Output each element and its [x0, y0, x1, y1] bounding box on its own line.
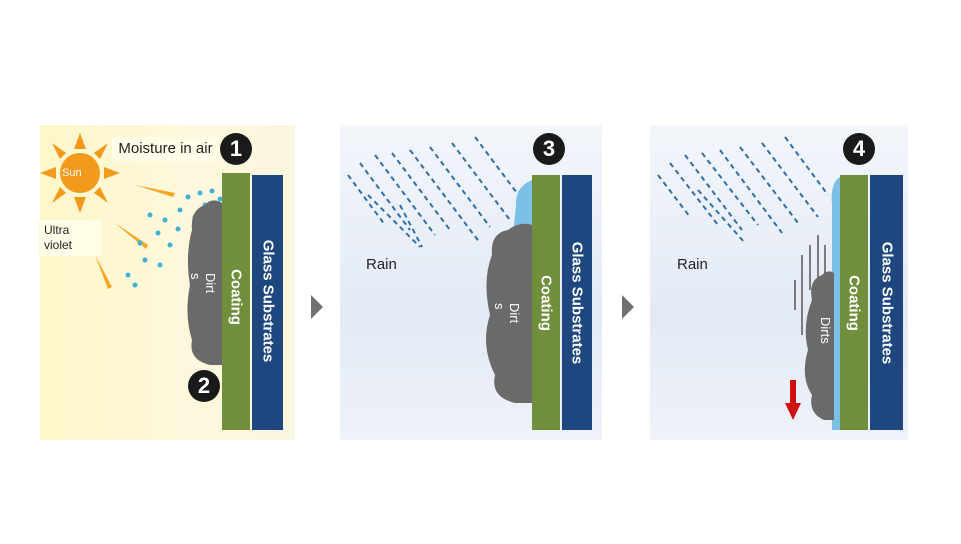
glass-layer: [562, 175, 592, 430]
down-arrow-icon: [785, 380, 801, 420]
glass-label: Glass Substrates: [568, 241, 586, 365]
dirt-blob: [804, 271, 834, 420]
motion-lines: [794, 235, 826, 335]
dirt-blob: [187, 200, 222, 365]
panel-step-1: Sun Moisture in air Ultra violet Dirt s …: [38, 125, 295, 440]
dirt-blob: [486, 223, 532, 403]
sun-label: Sun: [62, 167, 82, 179]
dirt-label: Dirts: [818, 317, 833, 344]
panel-step-3: Rain Dirt s Coating Glass Substrates 3: [340, 125, 602, 440]
sun-icon: [40, 133, 120, 213]
panel-2-graphics: [347, 136, 592, 430]
next-arrow-icon: [622, 295, 634, 319]
step-4-badge: 4: [843, 133, 875, 165]
panel-step-4: Rain Dirts Coating Glass Substrates 4: [650, 125, 908, 440]
moisture-label: Moisture in air: [112, 137, 219, 161]
rain-label: Rain: [366, 256, 397, 273]
coating-layer: [222, 173, 250, 430]
coating-label: Coating: [227, 269, 245, 325]
dirt-label: Dirt s: [492, 303, 522, 324]
rain-streaks: [657, 136, 829, 244]
step-1-badge: 1: [220, 133, 252, 165]
dirt-label: Dirt s: [188, 273, 218, 294]
coating-label: Coating: [845, 275, 863, 331]
step-2-badge: 2: [188, 370, 220, 402]
coating-layer: [532, 175, 560, 430]
glass-label: Glass Substrates: [259, 239, 277, 363]
coating-layer: [840, 175, 868, 430]
rain-streaks: [347, 136, 521, 248]
rain-label: Rain: [677, 256, 708, 273]
glass-label: Glass Substrates: [878, 241, 896, 365]
next-arrow-icon: [311, 295, 323, 319]
step-3-badge: 3: [533, 133, 565, 165]
glass-layer: [252, 175, 283, 430]
glass-layer: [870, 175, 903, 430]
panel-3-graphics: [657, 136, 903, 430]
ultraviolet-label: Ultra violet: [38, 220, 102, 256]
coating-label: Coating: [537, 275, 555, 331]
panel-1-graphics: [40, 133, 283, 430]
uv-rays: [95, 185, 175, 289]
